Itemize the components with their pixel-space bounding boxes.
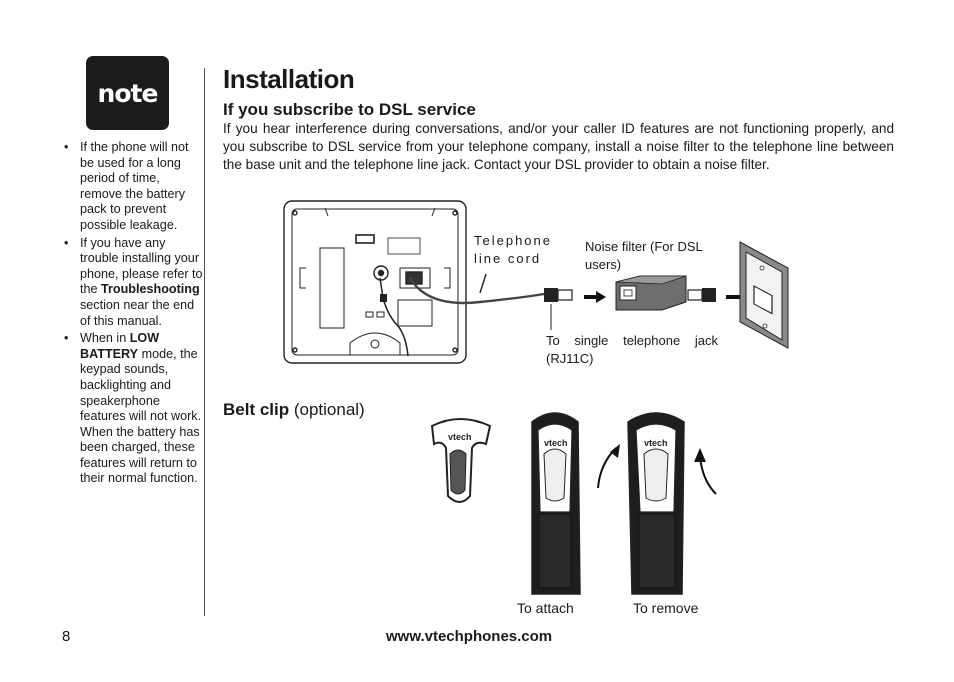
wall-jack-illustration — [739, 241, 789, 349]
note-bullet: When in LOW BATTERY mode, the keypad sou… — [62, 331, 204, 487]
label-telephone-line-cord: Telephone line cord — [474, 233, 552, 266]
label-to-remove: To remove — [633, 600, 699, 616]
page-title: Installation — [223, 64, 355, 94]
note-bullet: If the phone will not be used for a long… — [62, 140, 204, 234]
handset-attach-illustration — [531, 412, 581, 595]
svg-text:vtech: vtech — [448, 432, 472, 442]
note-bullet: If you have any trouble installing your … — [62, 236, 204, 330]
svg-text:vtech: vtech — [544, 438, 568, 448]
dsl-diagram — [280, 198, 800, 383]
base-unit-illustration — [283, 200, 467, 364]
noise-filter-illustration — [615, 275, 687, 311]
note-badge: note — [86, 56, 169, 130]
footer-url: www.vtechphones.com — [386, 628, 553, 645]
svg-text:vtech: vtech — [644, 438, 668, 448]
belt-clip-heading: Belt clip (optional) — [223, 400, 365, 419]
handset-remove-illustration — [627, 412, 685, 595]
telephone-line-cord — [408, 277, 545, 305]
dsl-diagram-illustration — [283, 200, 789, 364]
arrow-right-icon — [584, 291, 606, 303]
label-telephone-jack: To single telephone jack (RJ11C) — [546, 333, 718, 366]
note-label: note — [97, 78, 159, 108]
belt-clip-illustration: vtech vtech vtech — [430, 412, 717, 595]
belt-clip-icon — [430, 418, 492, 503]
phone-plug-icon — [687, 288, 716, 302]
label-to-attach: To attach — [517, 600, 574, 616]
label-noise-filter: Noise filter (For DSL users) — [585, 239, 703, 272]
sidebar-divider — [204, 68, 205, 616]
sidebar-notes: If the phone will not be used for a long… — [62, 140, 204, 489]
dsl-heading: If you subscribe to DSL service — [223, 100, 476, 119]
page-number: 8 — [62, 628, 71, 645]
phone-plug-icon — [544, 288, 573, 302]
dsl-paragraph: If you hear interference during conversa… — [223, 121, 894, 172]
